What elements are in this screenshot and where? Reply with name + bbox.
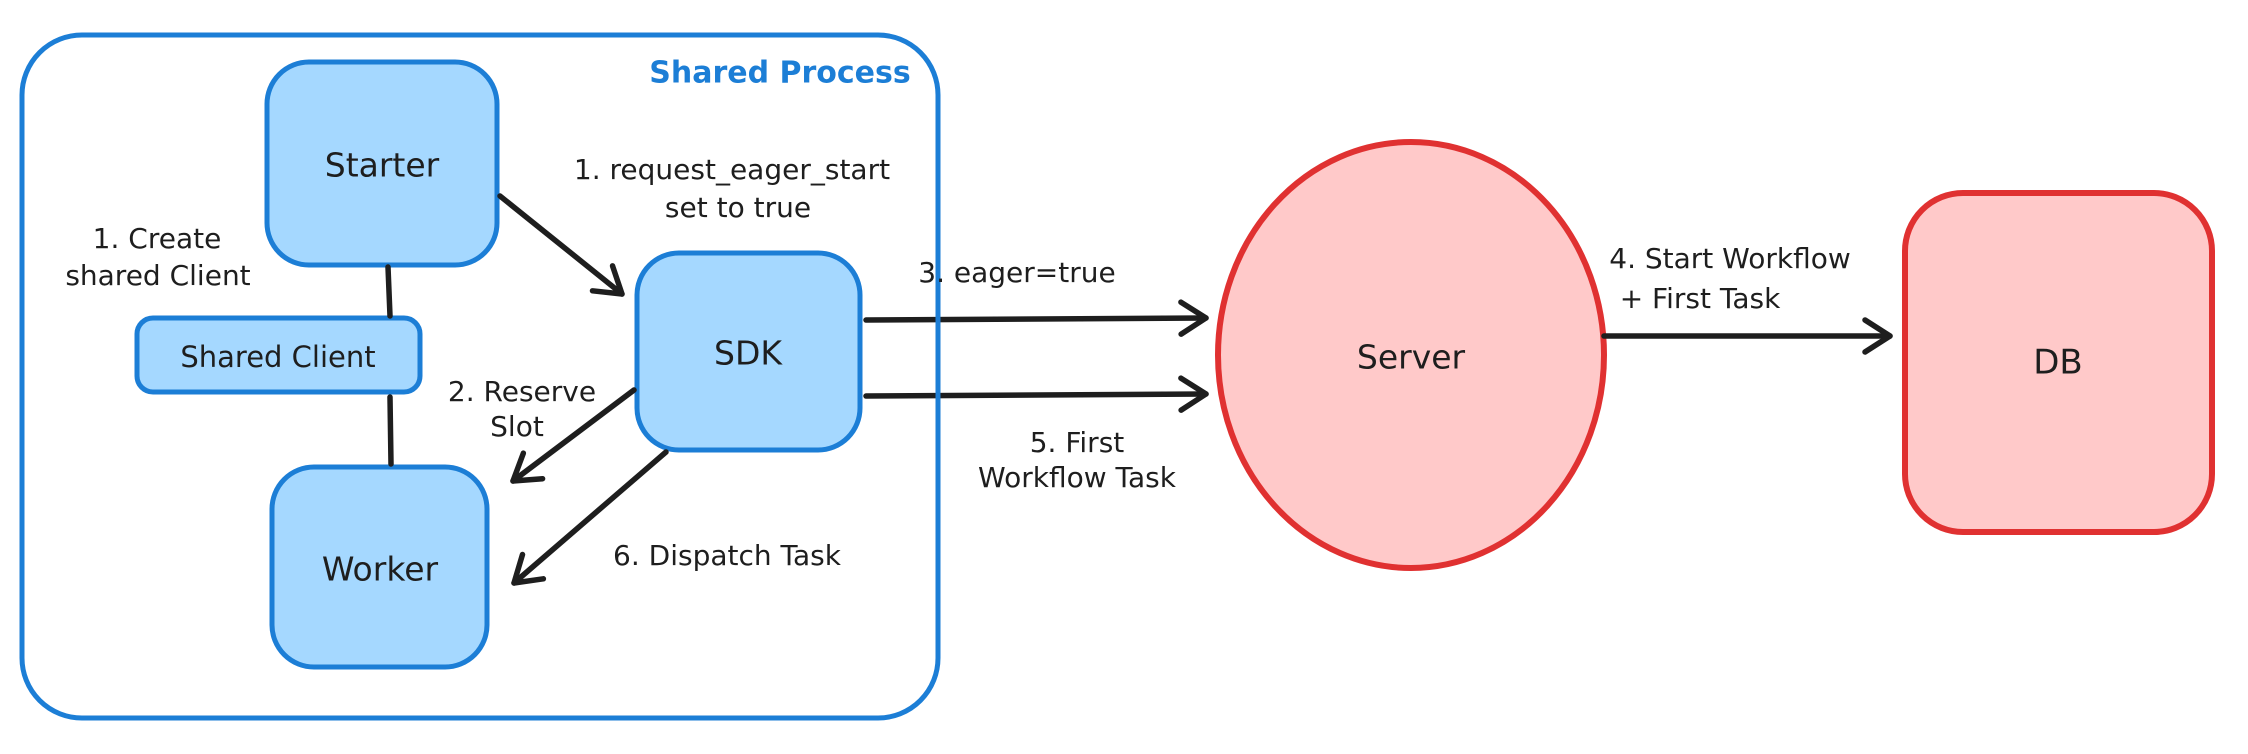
annotation-create-shared-client-line2: shared Client xyxy=(65,259,250,292)
server-label: Server xyxy=(1357,338,1466,377)
annotation-create-shared-client-line1: 1. Create xyxy=(93,222,222,255)
server-node xyxy=(1215,139,1607,571)
annotation-dispatch-task: 6. Dispatch Task xyxy=(613,539,842,572)
arrow-sdk-to-server-first-workflow-task xyxy=(863,375,1209,413)
arrow-sdk-to-server-eager xyxy=(863,299,1209,337)
starter-node xyxy=(264,59,500,268)
starter-label: Starter xyxy=(325,146,440,185)
connector-starter-shared-client xyxy=(385,264,393,319)
annotation-start-workflow-line1: 4. Start Workflow xyxy=(1609,242,1851,275)
shared-client-label: Shared Client xyxy=(180,340,375,374)
shared-process-frame xyxy=(19,32,941,721)
annotation-start-workflow-line2: + First Task xyxy=(1620,282,1781,315)
annotation-reserve-slot-line2: Slot xyxy=(490,410,544,443)
shared-client-node xyxy=(134,315,423,395)
annotation-first-workflow-task-line2: Workflow Task xyxy=(978,461,1177,494)
annotation-reserve-slot-line1: 2. Reserve xyxy=(448,375,596,408)
arrow-sdk-to-worker-reserve-slot xyxy=(510,387,637,484)
sdk-node xyxy=(634,250,863,453)
annotation-request-eager-start-line2: set to true xyxy=(665,191,811,224)
arrow-sdk-to-worker-dispatch-task xyxy=(511,449,669,586)
shared-process-title: Shared Process xyxy=(649,56,911,91)
annotation-request-eager-start-line1: 1. request_eager_start xyxy=(574,153,890,186)
connector-shared-client-worker xyxy=(387,394,394,467)
sdk-label: SDK xyxy=(714,334,783,373)
db-label: DB xyxy=(2033,343,2083,383)
worker-label: Worker xyxy=(322,550,439,589)
arrow-starter-to-sdk xyxy=(497,193,625,297)
annotation-eager-true: 3. eager=true xyxy=(918,256,1115,289)
annotation-first-workflow-task-line1: 5. First xyxy=(1030,426,1125,459)
worker-node xyxy=(269,464,490,670)
db-node xyxy=(1902,190,2215,535)
